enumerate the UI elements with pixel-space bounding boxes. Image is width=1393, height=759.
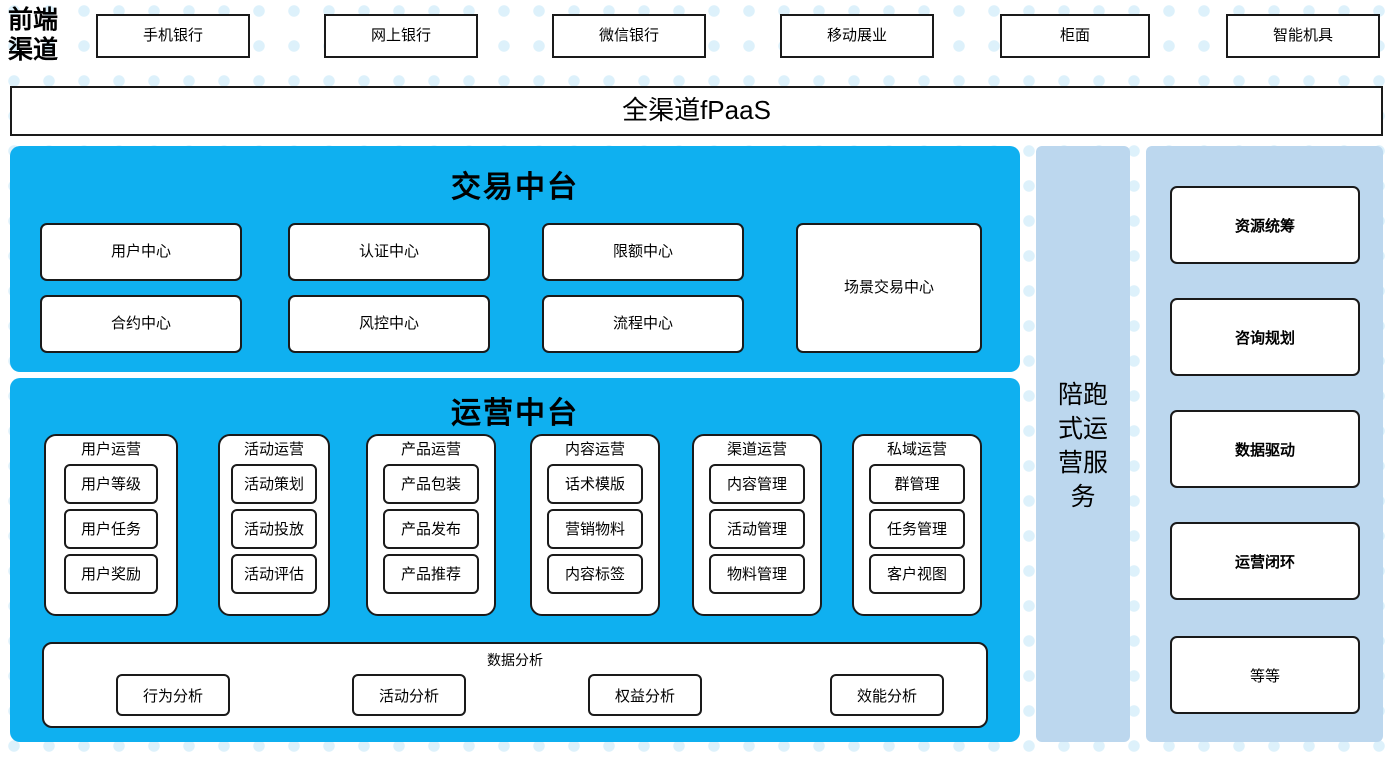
- operation-item-product-packaging[interactable]: 产品包装: [383, 463, 479, 504]
- operation-item-group-management[interactable]: 群管理: [869, 463, 965, 504]
- omnichannel-fpaas-bar[interactable]: 全渠道fPaaS: [10, 86, 1383, 136]
- trade-box-limit-center[interactable]: 限额中心: [542, 223, 744, 281]
- trade-box-process-center[interactable]: 流程中心: [542, 295, 744, 353]
- channel-button-smart-machine[interactable]: 智能机具: [1226, 14, 1380, 58]
- operation-column-product[interactable]: 产品运营 产品包装 产品发布 产品推荐: [366, 434, 496, 616]
- channel-button-mobile-business[interactable]: 移动展业: [780, 14, 934, 58]
- operation-column-private-domain[interactable]: 私域运营 群管理 任务管理 客户视图: [852, 434, 982, 616]
- operation-item-product-recommend[interactable]: 产品推荐: [383, 553, 479, 594]
- operation-item-activity-management[interactable]: 活动管理: [709, 508, 805, 549]
- trade-center-title: 交易中台: [451, 171, 579, 204]
- operation-item-user-level[interactable]: 用户等级: [64, 463, 158, 504]
- operation-item-user-task[interactable]: 用户任务: [64, 508, 158, 549]
- channel-button-wechat-bank[interactable]: 微信银行: [552, 14, 706, 58]
- operation-column-title: 内容运营: [564, 441, 625, 458]
- trade-box-risk-center[interactable]: 风控中心: [288, 295, 490, 353]
- operation-item-activity-planning[interactable]: 活动策划: [231, 463, 317, 504]
- operation-column-user[interactable]: 用户运营 用户等级 用户任务 用户奖励: [44, 434, 178, 616]
- data-analysis-item-behavior[interactable]: 行为分析: [116, 674, 230, 716]
- value-item-etc[interactable]: 等等: [1170, 636, 1360, 714]
- operation-item-content-management[interactable]: 内容管理: [709, 463, 805, 504]
- operation-item-product-release[interactable]: 产品发布: [383, 508, 479, 549]
- operation-item-task-management[interactable]: 任务管理: [869, 508, 965, 549]
- data-analysis-item-activity[interactable]: 活动分析: [352, 674, 466, 716]
- accompany-service-column: 陪跑 式运 营服 务: [1036, 146, 1130, 742]
- value-item-resource-coordination[interactable]: 资源统筹: [1170, 186, 1360, 264]
- trade-center-panel: 交易中台 用户中心 认证中心 限额中心 合约中心 风控中心 流程中心 场景交易中…: [10, 146, 1020, 372]
- trade-box-contract-center[interactable]: 合约中心: [40, 295, 242, 353]
- channel-button-counter[interactable]: 柜面: [1000, 14, 1150, 58]
- value-item-data-driven[interactable]: 数据驱动: [1170, 410, 1360, 488]
- value-column-panel: 资源统筹 咨询规划 数据驱动 运营闭环 等等: [1146, 146, 1383, 742]
- operation-column-title: 渠道运营: [726, 441, 787, 458]
- operation-item-content-tag[interactable]: 内容标签: [547, 553, 643, 594]
- operation-item-customer-view[interactable]: 客户视图: [869, 553, 965, 594]
- operation-column-channel[interactable]: 渠道运营 内容管理 活动管理 物料管理: [692, 434, 822, 616]
- data-analysis-title: 数据分析: [487, 652, 543, 668]
- accompany-service-label: 陪跑 式运 营服 务: [1057, 381, 1108, 511]
- data-analysis-panel: 数据分析 行为分析 活动分析 权益分析 效能分析: [42, 642, 988, 728]
- data-analysis-item-efficiency[interactable]: 效能分析: [830, 674, 944, 716]
- front-channel-label: 前端 渠道: [8, 7, 59, 64]
- operation-item-user-reward[interactable]: 用户奖励: [64, 553, 158, 594]
- channel-button-mobile-bank[interactable]: 手机银行: [96, 14, 250, 58]
- operation-column-title: 活动运营: [243, 441, 304, 458]
- operation-column-content[interactable]: 内容运营 话术模版 营销物料 内容标签: [530, 434, 660, 616]
- data-analysis-item-rights[interactable]: 权益分析: [588, 674, 702, 716]
- operation-item-material-management[interactable]: 物料管理: [709, 553, 805, 594]
- operation-center-title: 运营中台: [451, 397, 579, 430]
- operation-column-activity[interactable]: 活动运营 活动策划 活动投放 活动评估: [218, 434, 330, 616]
- operation-column-title: 产品运营: [400, 441, 461, 458]
- value-item-operation-closed-loop[interactable]: 运营闭环: [1170, 522, 1360, 600]
- operation-item-activity-evaluation[interactable]: 活动评估: [231, 553, 317, 594]
- trade-box-auth-center[interactable]: 认证中心: [288, 223, 490, 281]
- operation-column-title: 用户运营: [80, 441, 141, 458]
- operation-center-panel: 运营中台 用户运营 用户等级 用户任务 用户奖励 活动运营 活动策划 活动投放 …: [10, 378, 1020, 742]
- operation-item-script-template[interactable]: 话术模版: [547, 463, 643, 504]
- channel-button-online-bank[interactable]: 网上银行: [324, 14, 478, 58]
- trade-box-user-center[interactable]: 用户中心: [40, 223, 242, 281]
- operation-item-activity-delivery[interactable]: 活动投放: [231, 508, 317, 549]
- operation-item-marketing-material[interactable]: 营销物料: [547, 508, 643, 549]
- trade-box-scenario-trade-center[interactable]: 场景交易中心: [796, 223, 982, 353]
- value-item-consulting-planning[interactable]: 咨询规划: [1170, 298, 1360, 376]
- operation-column-title: 私域运营: [886, 441, 947, 458]
